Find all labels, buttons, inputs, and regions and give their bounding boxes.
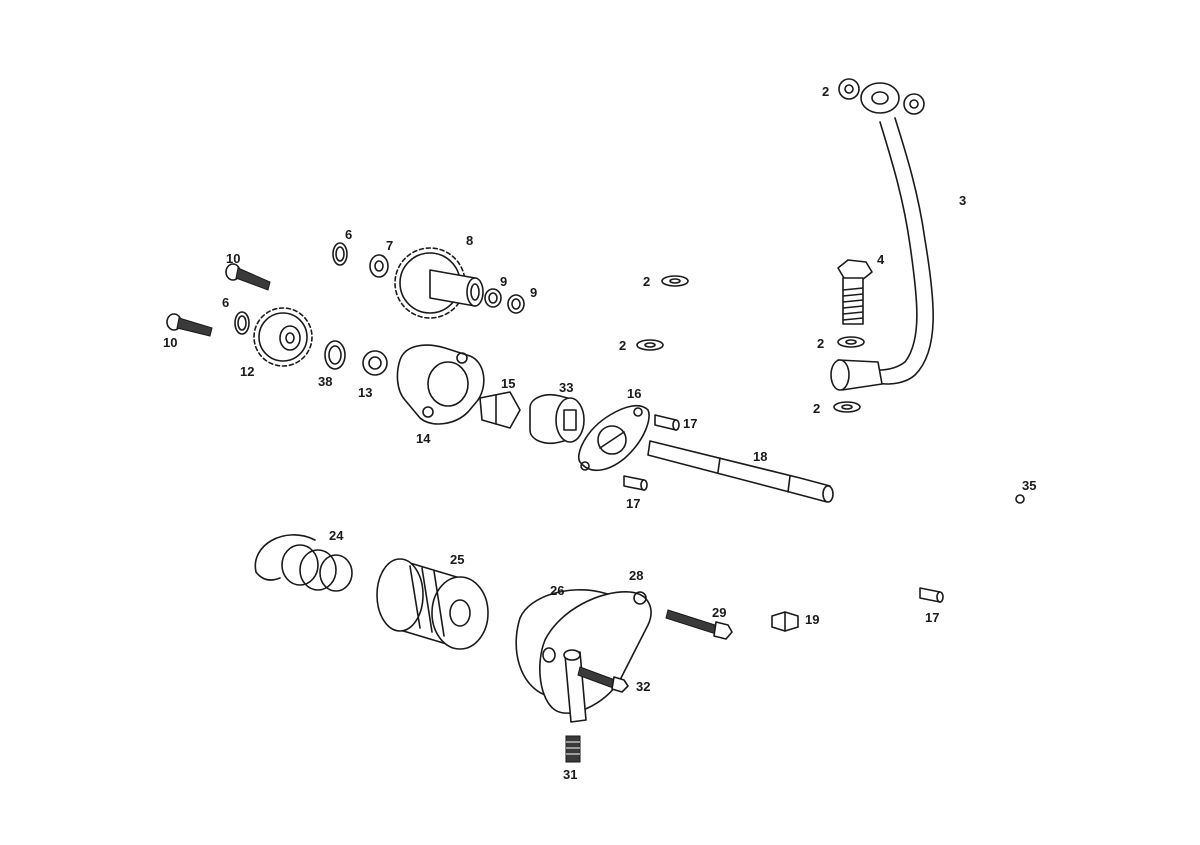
banjo-fitting-upper [860,82,900,114]
bushing-9-a [484,288,502,308]
callout-24: 24 [329,528,344,543]
small-ball-35 [1015,494,1025,504]
callout-9: 9 [530,285,537,300]
callout-28: 28 [629,568,643,583]
callout-12: 12 [240,364,254,379]
callout-4: 4 [877,252,885,267]
washer-7 [369,254,389,278]
callout-32: 32 [636,679,650,694]
washer-2-right-upper [837,336,865,348]
callout-33: 33 [559,380,573,395]
callout-17: 17 [925,610,939,625]
washer-2-mid-upper [661,275,689,287]
washer-2-mid-lower [636,339,664,351]
callout-6: 6 [222,295,229,310]
bearing-13 [362,350,388,376]
pump-housing-14 [396,344,485,425]
banjo-fitting-lower [830,359,883,391]
bolt-32 [577,666,629,693]
callout-15: 15 [501,376,515,391]
dowel-pin-17-c [919,587,944,603]
callout-16: 16 [627,386,641,401]
banjo-bolt [837,259,873,325]
pump-shaft-18 [647,440,834,503]
gear-8 [394,247,484,319]
callout-2: 2 [822,84,829,99]
oil-filter-25 [376,558,489,650]
callout-38: 38 [318,374,332,389]
callout-29: 29 [712,605,726,620]
o-ring-6-lower [234,311,250,335]
spring-31 [565,735,581,763]
callout-2: 2 [817,336,824,351]
callout-31: 31 [563,767,577,782]
inner-rotor-15 [479,391,521,429]
gear-12 [253,307,313,367]
callout-17: 17 [683,416,697,431]
spring-24 [254,534,353,592]
callout-26: 26 [550,583,564,598]
callout-19: 19 [805,612,819,627]
dowel-pin-17-b [623,475,648,491]
dowel-pin-17-a [654,414,680,431]
callout-labels: 2 3 2 4 2 2 2 6 7 8 9 9 10 6 10 12 38 13… [163,84,1036,782]
callout-18: 18 [753,449,767,464]
callout-25: 25 [450,552,464,567]
o-ring-6-upper [332,242,348,266]
bushing-9-b [507,294,525,314]
callout-10: 10 [226,251,240,266]
callout-3: 3 [959,193,966,208]
callout-6: 6 [345,227,352,242]
oil-line-pipe [854,117,934,385]
callout-14: 14 [416,431,431,446]
callout-8: 8 [466,233,473,248]
callout-2: 2 [619,338,626,353]
washer-2-right-lower [833,401,861,413]
callout-17: 17 [626,496,640,511]
cover-plate-16 [578,404,650,471]
washer-2-top-left [838,78,860,100]
nut-19 [771,611,799,632]
washer-2-top-right [903,93,925,115]
callout-7: 7 [386,238,393,253]
callout-9: 9 [500,274,507,289]
bolt-29 [665,609,733,640]
callout-35: 35 [1022,478,1036,493]
callout-2: 2 [643,274,650,289]
callout-10: 10 [163,335,177,350]
filter-cover-28 [539,591,652,723]
callout-2: 2 [813,401,820,416]
callout-13: 13 [358,385,372,400]
ring-38 [324,340,346,370]
screw-10-lower [166,313,213,337]
screw-10-upper [225,263,271,291]
outer-rotor-33 [529,393,585,445]
